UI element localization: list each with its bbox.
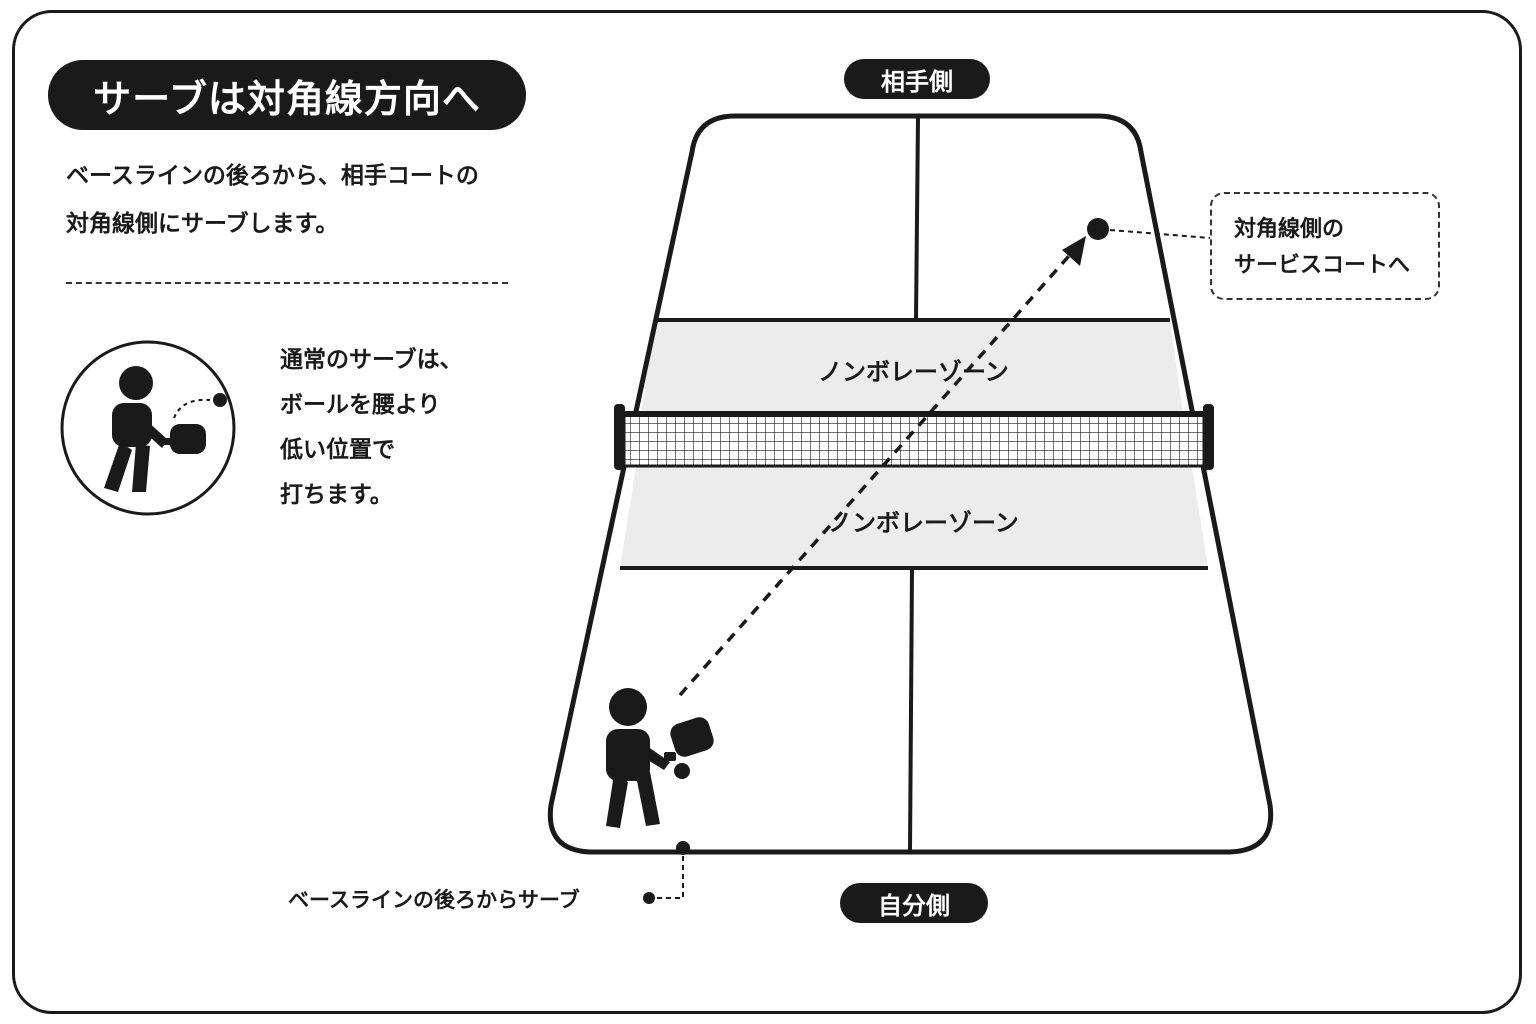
tip-paddle-icon — [160, 424, 206, 454]
page-title: サーブは対角線方向へ — [48, 60, 526, 130]
tip-ball-arc — [173, 398, 211, 419]
intro-text: ベースラインの後ろから、相手コートの 対角線側にサーブします。 — [66, 152, 546, 248]
tip-line-3: 低い位置で — [280, 437, 395, 463]
non-volley-zone-label-bottom: ノンボレーゾーン — [828, 509, 1019, 537]
center-line-bottom — [908, 567, 914, 853]
tip-line-4: 打ちます。 — [280, 482, 393, 508]
callout-leader — [1109, 229, 1211, 239]
callout-line-1: 対角線側の — [1234, 217, 1345, 242]
center-line-top — [914, 115, 920, 321]
callout-line-2: サービスコートへ — [1234, 253, 1411, 278]
arrow-head-icon — [1062, 236, 1086, 266]
net-icon — [614, 404, 1214, 470]
opponent-side-label: 相手側 — [844, 59, 990, 99]
kitchen-zone-top — [641, 320, 1183, 414]
non-volley-zone-label-top: ノンボレーゾーン — [818, 358, 1009, 386]
ball-icon — [674, 763, 690, 779]
target-callout: 対角線側の サービスコートへ — [1210, 192, 1440, 300]
section-divider — [66, 282, 508, 284]
serve-point-dot — [676, 841, 690, 855]
intro-line-1: ベースラインの後ろから、相手コートの — [66, 163, 479, 189]
kitchen-zone-bottom — [620, 466, 1208, 568]
serve-label-dot — [643, 892, 655, 904]
tip-line-1: 通常のサーブは、 — [280, 347, 463, 373]
paddle-icon — [664, 717, 714, 761]
target-ball-icon — [1087, 218, 1109, 240]
tip-text: 通常のサーブは、 ボールを腰より 低い位置で 打ちます。 — [280, 338, 463, 518]
serve-point-leader — [652, 856, 684, 899]
intro-line-2: 対角線側にサーブします。 — [66, 211, 339, 237]
baseline-serve-label: ベースラインの後ろからサーブ — [288, 888, 580, 912]
tip-line-2: ボールを腰より — [280, 392, 441, 418]
own-side-label: 自分側 — [840, 883, 988, 923]
court-outline — [547, 113, 1274, 855]
serve-trajectory — [678, 246, 1078, 697]
tip-ball-icon — [213, 393, 227, 407]
player-silhouette-icon — [606, 688, 670, 828]
